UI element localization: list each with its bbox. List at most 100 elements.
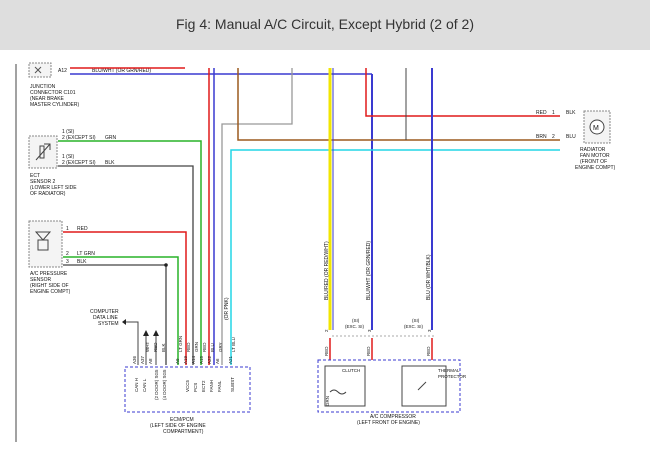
- ecm-signal-5: VCC5: [185, 379, 190, 392]
- fan-wire-red: RED: [536, 110, 547, 116]
- fan-wire-brn: BRN: [536, 134, 547, 140]
- splice-dot: [164, 263, 168, 267]
- ecm-wire-9: GRY: [218, 342, 223, 352]
- fan-pin-1: 1: [552, 110, 555, 116]
- ecm-signal-labels: CAN H CAN L (2 DOOR) SG5 (4 DOOR) SG5 VC…: [134, 369, 235, 400]
- ecm-pin-9: A6: [215, 358, 220, 364]
- fan-pin-2: 2: [552, 134, 555, 140]
- compressor-wire-label-3: BLU (OR WHT/BLK): [426, 254, 432, 300]
- ecm-pin-2: A37: [140, 355, 145, 364]
- ecm-wire-1: WHT: [145, 342, 150, 352]
- wire-ecm-ltblu: [230, 149, 560, 365]
- pressure-label-2: SENSOR: [30, 277, 52, 283]
- ect-pin-1-si: 1 (SI): [62, 129, 75, 135]
- fan-label-2: FAN MOTOR: [580, 153, 610, 159]
- ecm-wire-3: BLK: [161, 343, 166, 352]
- figure-header: Fig 4: Manual A/C Circuit, Except Hybrid…: [0, 0, 650, 50]
- ecm-signal-2: CAN L: [142, 378, 147, 392]
- wire-pressure-ltgrn: [63, 256, 179, 365]
- compressor-si-1: (SI): [352, 318, 360, 323]
- pressure-wire-blk: BLK: [77, 259, 87, 265]
- junction-label-2: CONNECTOR C101: [30, 90, 76, 96]
- ect-pin-2b-except: 2 (EXCEPT SI): [62, 160, 96, 166]
- wire-pressure-red: [63, 231, 187, 365]
- thermal-label-2: PROTECTOR: [438, 374, 467, 379]
- ecm-signal-4: (4 DOOR) SG5: [162, 369, 167, 400]
- wire-ect-grn: [58, 140, 202, 365]
- ecm-wire-2: RED: [153, 342, 158, 352]
- ecm-pcm-box: [124, 366, 251, 413]
- ect-grn-label: GRN: [105, 135, 117, 141]
- fan-label-4: ENGINE COMPT): [575, 165, 616, 171]
- pressure-pin-3: 3: [66, 259, 69, 265]
- ecm-signal-3: (2 DOOR) SG5: [154, 369, 159, 400]
- ect-pin-1b-si: 1 (SI): [62, 154, 75, 160]
- ecm-pin-3: A8: [148, 358, 153, 364]
- clutch-box: [324, 365, 366, 407]
- ect-sensor: 1 (SI) 2 (EXCEPT SI) 1 (SI) 2 (EXCEPT SI…: [28, 129, 117, 197]
- fan-label-3: (FRONT OF: [580, 159, 607, 165]
- fan-label-1: RADIATOR: [580, 147, 606, 153]
- compressor-pin-3a: 3: [367, 329, 372, 332]
- thermal-label-1: THERMAL: [438, 368, 460, 373]
- compressor-bottom-wire-2: RED: [366, 346, 371, 356]
- pressure-pin-1: 1: [66, 226, 69, 232]
- ecm-signal-1: CAN H: [134, 378, 139, 392]
- thermal-protector-box: [401, 365, 447, 407]
- compressor-label-2: (LEFT FRONT OF ENGINE): [357, 420, 420, 426]
- pressure-label-4: ENGINE COMPT): [30, 289, 71, 295]
- datalink-label-1: COMPUTER: [90, 309, 119, 315]
- compressor-pin-2: 2: [324, 329, 329, 332]
- clutch-label: CLUTCH: [342, 368, 360, 373]
- pressure-label-3: (RIGHT SIDE OF: [30, 283, 69, 289]
- pressure-wire-ltgrn: LT GRN: [77, 251, 95, 257]
- junction-label-3: (NEAR BRAKE: [30, 96, 65, 102]
- thermal-switch-icon: [417, 381, 427, 391]
- compressor-bottom-wire-1: RED: [324, 346, 329, 356]
- ecm-wire-4: LT GRN: [178, 336, 183, 352]
- ecm-wire-10: LT BLU: [231, 337, 236, 352]
- junction-connector: A12 BLU/WHT (OR GRN/RED) JUNCTION CONNEC…: [28, 62, 151, 108]
- ect-pin-2-except: 2 (EXCEPT SI): [62, 135, 96, 141]
- ecm-wire-labels: WHT RED BLK LT GRN RED GRN RED BLU GRY L…: [145, 336, 236, 352]
- fan-motor-symbol: M: [593, 125, 599, 132]
- datalink-label-3: SYSTEM: [98, 321, 119, 327]
- ecm-signal-9: FANL: [217, 380, 222, 392]
- ect-label-4: OF RADIATOR): [30, 191, 66, 197]
- ecm-wire-5: RED: [186, 342, 191, 352]
- pressure-wire-red: RED: [77, 226, 88, 232]
- pressure-label-1: A/C PRESSURE: [30, 271, 68, 277]
- junction-wire-label: BLU/WHT (OR GRN/RED): [92, 68, 151, 74]
- fan-wire-blu: BLU: [566, 134, 576, 140]
- ac-pressure-sensor: 1 2 3 RED LT GRN BLK A/C PRESSURE SENSOR…: [28, 220, 95, 295]
- data-line-system: COMPUTER DATA LINE SYSTEM: [90, 309, 159, 365]
- figure-title: Fig 4: Manual A/C Circuit, Except Hybrid…: [176, 16, 474, 32]
- ecm-pin-8: A22: [207, 355, 212, 364]
- ecm-signal-7: ECT2: [201, 380, 206, 392]
- ecm-label-1: ECM/PCM: [170, 417, 194, 423]
- pressure-pin-2: 2: [66, 251, 69, 257]
- compressor-label-1: A/C COMPRESSOR: [370, 414, 416, 420]
- junction-pin: A12: [58, 68, 67, 74]
- compressor-wire-label-1: BLU/RED (OR RED/WHT): [324, 241, 330, 300]
- ect-label-3: (LOWER LEFT SIDE: [30, 185, 77, 191]
- ect-label-2: SENSOR 2: [30, 179, 56, 185]
- ecm-pin-4: A9: [175, 358, 180, 364]
- compressor-si-2: (SI): [412, 318, 420, 323]
- junction-label-4: MASTER CYLINDER): [30, 102, 80, 108]
- wire-fan-red: [365, 68, 560, 117]
- ecm-label-3: COMPARTMENT): [163, 429, 204, 435]
- ecm-pin-5: A19: [183, 355, 188, 364]
- ect-label-1: ECT: [30, 173, 40, 179]
- ecm-wire-6: GRN: [194, 342, 199, 352]
- ecm-pin-1: A36: [132, 355, 137, 364]
- ecm-pin-10: A21: [228, 355, 233, 364]
- wire-ect-blk: [58, 165, 194, 365]
- ect-blk-label: BLK: [105, 160, 115, 166]
- ecm-pin-7: A15: [199, 355, 204, 364]
- ecm-label-2: (LEFT SIDE OF ENGINE: [150, 423, 206, 429]
- radiator-fan-motor: M RED 1 BLK BRN 2 BLU RADIATOR FAN MOTOR…: [536, 110, 616, 171]
- datalink-label-2: DATA LINE: [93, 315, 118, 321]
- compressor-exc-1: (EXC. SI): [345, 324, 365, 329]
